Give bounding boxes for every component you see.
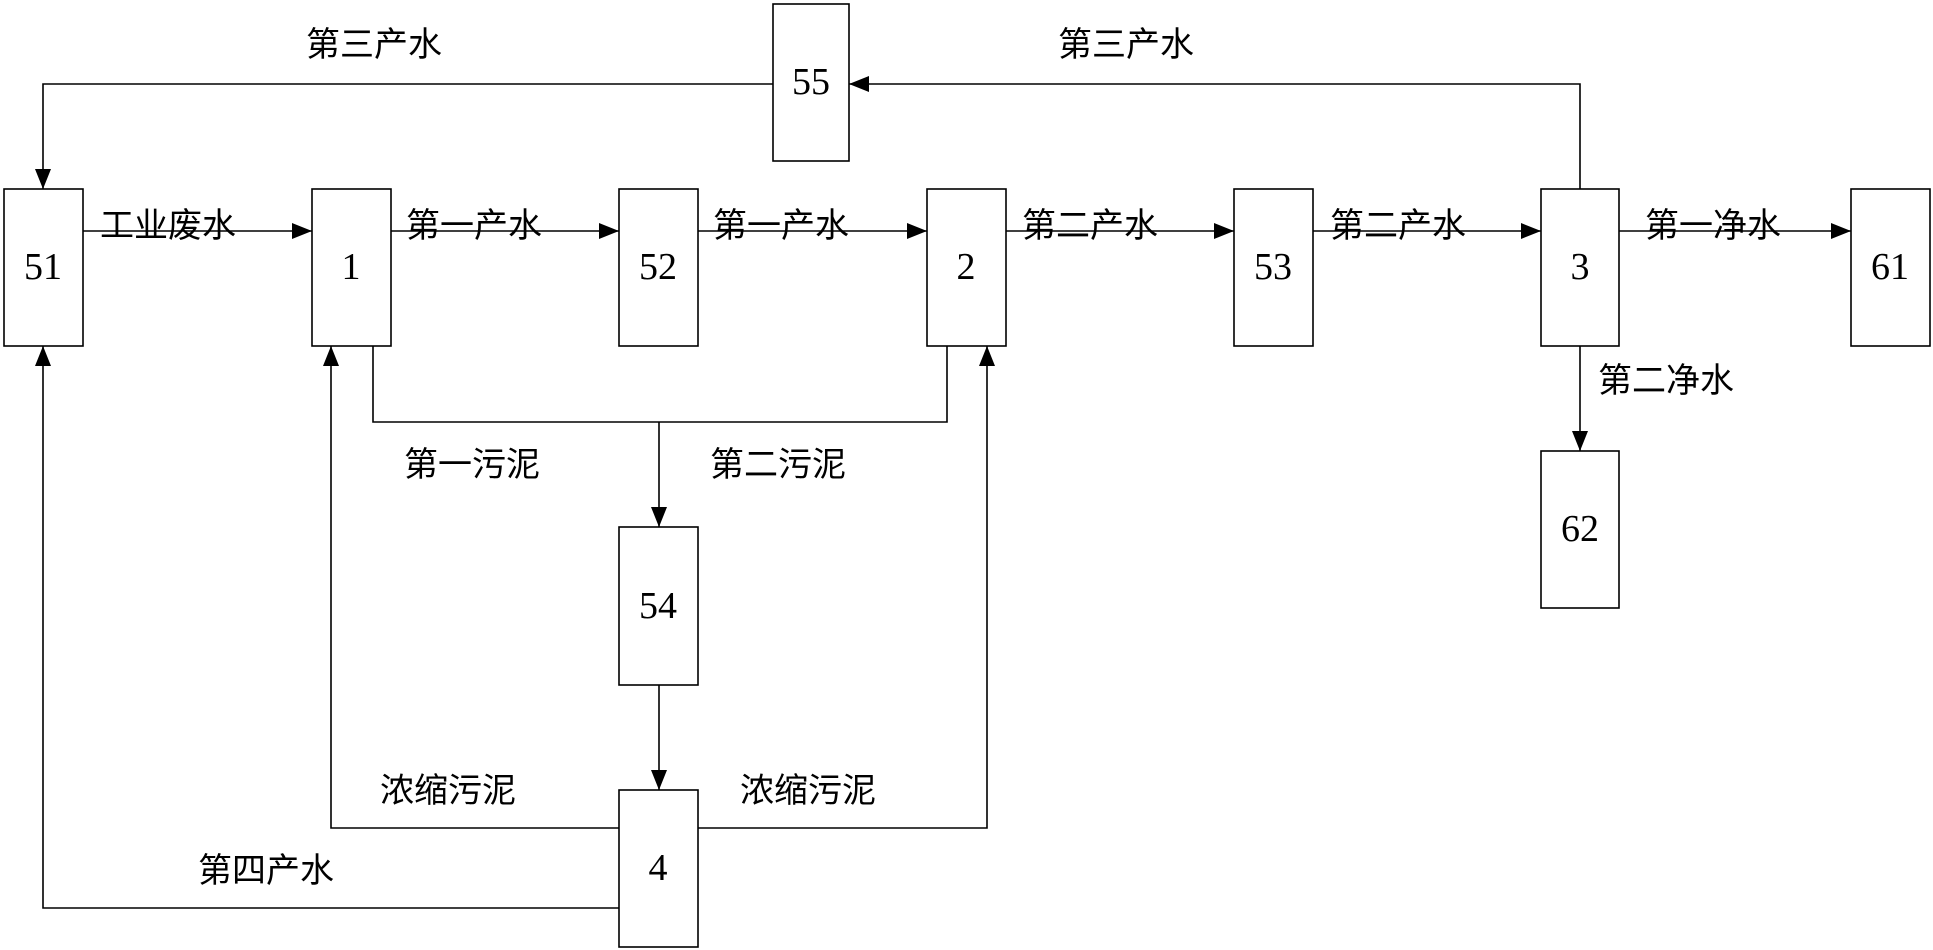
arrow-4-to-51 — [35, 346, 619, 909]
label-first-water-b: 第一产水 — [713, 206, 849, 246]
node-4-label: 4 — [649, 847, 668, 889]
label-second-water-b: 第二产水 — [1330, 206, 1466, 246]
node-55 — [772, 3, 850, 162]
node-3-label: 3 — [1571, 246, 1590, 288]
process-nodes: 51 1 52 2 53 3 61 62 55 54 4 — [3, 3, 1931, 948]
node-61-label: 61 — [1871, 246, 1909, 288]
label-third-water-left: 第三产水 — [306, 25, 442, 65]
node-4 — [618, 789, 699, 948]
sludge-line-1 — [372, 346, 948, 423]
node-54 — [618, 526, 699, 686]
arrow-55-to-51 — [35, 83, 773, 189]
node-61 — [1850, 188, 1931, 347]
label-second-sludge: 第二污泥 — [710, 445, 846, 485]
node-62-label: 62 — [1561, 508, 1599, 550]
label-industrial-wastewater: 工业废水 — [100, 206, 236, 246]
node-51 — [3, 188, 84, 347]
connectors — [35, 76, 1851, 909]
node-54-label: 54 — [639, 585, 677, 627]
label-thickened-sludge-right: 浓缩污泥 — [740, 771, 876, 811]
arrow-3-to-55 — [849, 76, 1581, 189]
node-53-label: 53 — [1254, 246, 1292, 288]
node-2 — [926, 188, 1007, 347]
node-52 — [618, 188, 699, 347]
arrow-4-to-2 — [698, 346, 995, 829]
label-fourth-water: 第四产水 — [198, 851, 334, 891]
node-55-label: 55 — [792, 61, 830, 103]
node-1 — [311, 188, 392, 347]
node-51-label: 51 — [24, 246, 62, 288]
label-first-sludge: 第一污泥 — [404, 445, 540, 485]
node-3 — [1540, 188, 1620, 347]
arrow-4-to-1 — [323, 346, 619, 829]
label-third-water-right: 第三产水 — [1058, 25, 1194, 65]
label-thickened-sludge-left: 浓缩污泥 — [380, 771, 516, 811]
node-52-label: 52 — [639, 246, 677, 288]
node-2-label: 2 — [957, 246, 976, 288]
node-53 — [1233, 188, 1314, 347]
label-first-clean-water: 第一净水 — [1645, 206, 1781, 246]
node-62 — [1540, 450, 1620, 609]
flow-labels: 第三产水 第三产水 工业废水 第一产水 第一产水 第二产水 第二产水 第一净水 … — [100, 25, 1781, 891]
node-1-label: 1 — [342, 246, 361, 288]
label-first-water-a: 第一产水 — [406, 206, 542, 246]
label-second-clean-water: 第二净水 — [1598, 361, 1734, 401]
label-second-water-a: 第二产水 — [1022, 206, 1158, 246]
